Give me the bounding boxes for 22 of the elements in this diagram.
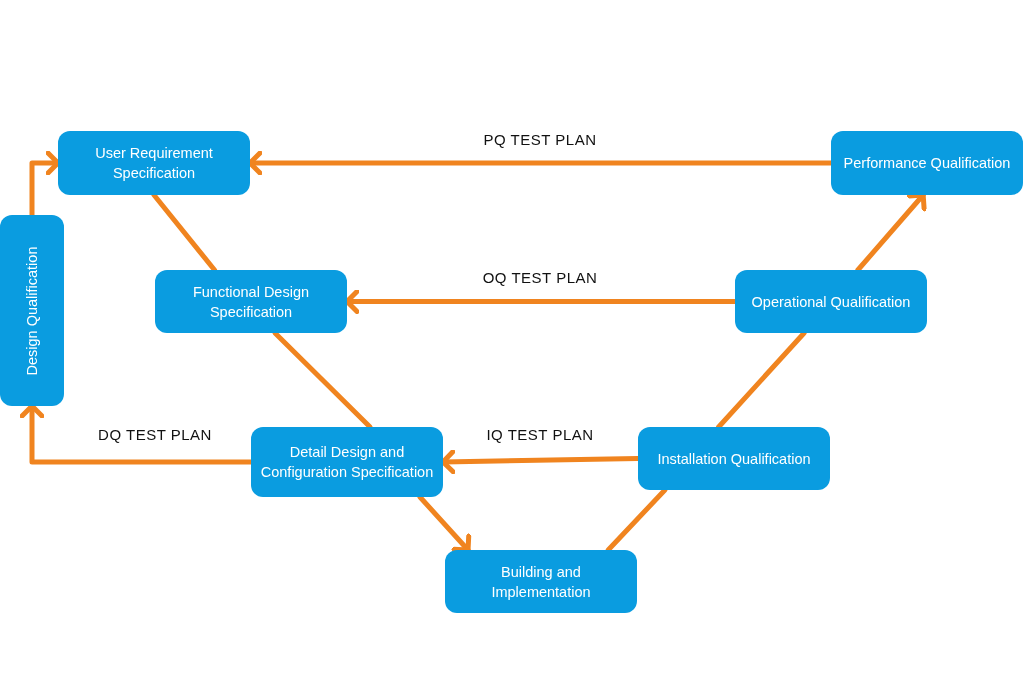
process-box (58, 131, 250, 195)
edge-label: DQ TEST PLAN (98, 424, 212, 445)
box-label: Building and Implementation (490, 562, 592, 602)
edge-label: OQ TEST PLAN (482, 267, 598, 288)
edge-label: IQ TEST PLAN (486, 424, 594, 445)
process-box (445, 550, 637, 613)
process-box (831, 131, 1023, 195)
box-label: Performance Qualification (843, 154, 1011, 173)
edge-label: PQ TEST PLAN (483, 129, 597, 150)
process-box (251, 427, 443, 497)
box-label: Detail Design and Configuration Specification (259, 443, 435, 482)
process-box (155, 270, 347, 333)
box-label: User Requirement Specification (94, 144, 214, 183)
box-label: Design Qualification (23, 246, 41, 375)
box-label: Installation Qualification (657, 449, 811, 469)
arrow (417, 494, 472, 553)
arrow (855, 192, 927, 273)
process-box (638, 427, 830, 490)
box-label: Operational Qualification (751, 292, 911, 312)
box-label: Functional Design Specification (191, 282, 311, 322)
process-box (0, 215, 64, 406)
process-box (735, 270, 927, 333)
